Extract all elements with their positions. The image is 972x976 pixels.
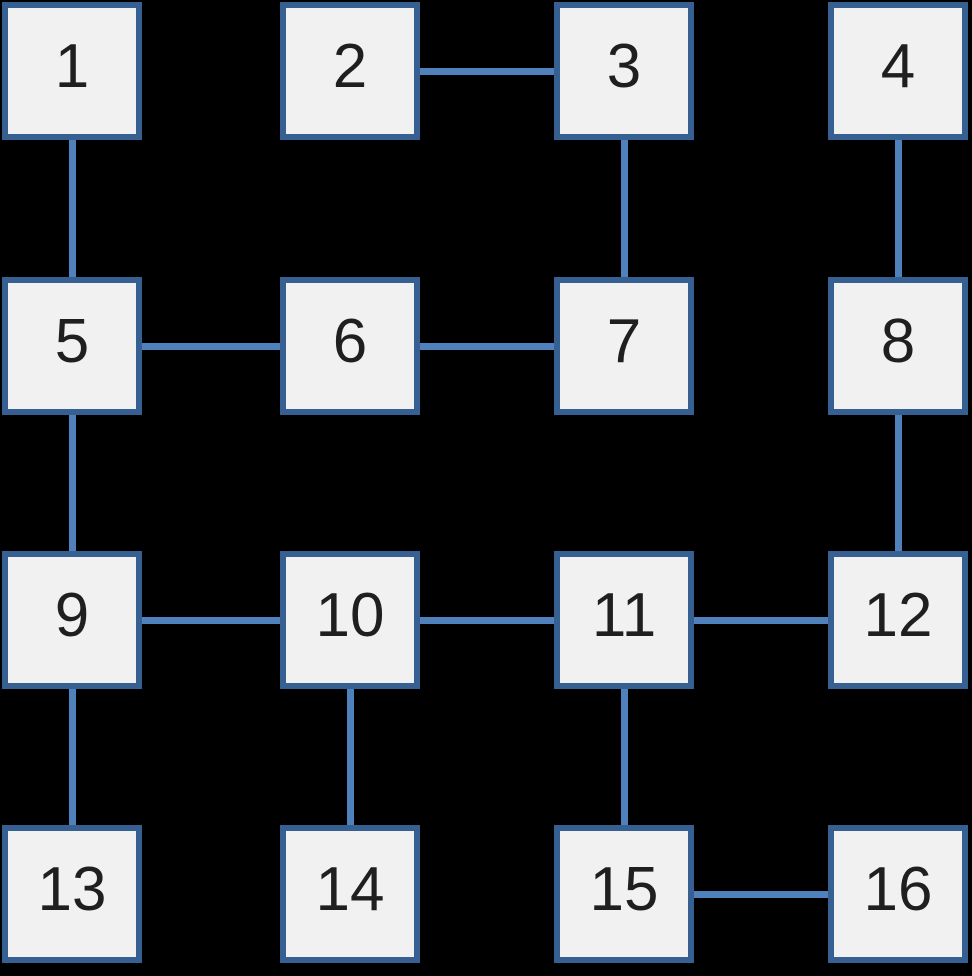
node-label-2: 2: [332, 32, 368, 101]
node-label-10: 10: [315, 581, 385, 650]
connector-11-15: [621, 689, 628, 825]
node-box-6: 6: [280, 277, 420, 415]
node-label-8: 8: [880, 307, 916, 376]
node-label-15: 15: [589, 855, 659, 924]
node-box-12: 12: [828, 551, 968, 689]
node-label-16: 16: [863, 855, 933, 924]
node-box-3: 3: [554, 2, 694, 140]
connector-10-14: [347, 689, 354, 825]
node-box-4: 4: [828, 2, 968, 140]
connector-11-12: [694, 617, 828, 624]
node-label-13: 13: [37, 855, 107, 924]
connector-6-7: [420, 343, 554, 350]
node-label-9: 9: [54, 581, 90, 650]
node-label-14: 14: [315, 855, 385, 924]
node-box-16: 16: [828, 825, 968, 963]
node-box-2: 2: [280, 2, 420, 140]
connector-5-6: [142, 343, 280, 350]
node-label-4: 4: [880, 32, 916, 101]
node-box-10: 10: [280, 551, 420, 689]
node-box-13: 13: [2, 825, 142, 963]
connector-10-11: [420, 617, 554, 624]
connector-15-16: [694, 891, 828, 898]
node-label-5: 5: [54, 307, 90, 376]
node-box-5: 5: [2, 277, 142, 415]
connector-9-13: [69, 689, 76, 825]
node-box-8: 8: [828, 277, 968, 415]
connector-3-7: [621, 140, 628, 277]
node-box-15: 15: [554, 825, 694, 963]
node-label-11: 11: [591, 581, 657, 650]
connector-5-9: [69, 415, 76, 551]
node-box-1: 1: [2, 2, 142, 140]
node-label-6: 6: [332, 307, 368, 376]
node-box-7: 7: [554, 277, 694, 415]
connector-9-10: [142, 617, 280, 624]
connector-1-5: [69, 140, 76, 277]
node-box-14: 14: [280, 825, 420, 963]
node-label-12: 12: [863, 581, 933, 650]
node-label-3: 3: [606, 32, 642, 101]
connector-4-8: [895, 140, 902, 277]
connector-2-3: [420, 68, 554, 75]
node-label-7: 7: [606, 307, 642, 376]
node-box-9: 9: [2, 551, 142, 689]
node-label-1: 1: [54, 32, 90, 101]
connector-8-12: [895, 415, 902, 551]
node-box-11: 11: [554, 551, 694, 689]
